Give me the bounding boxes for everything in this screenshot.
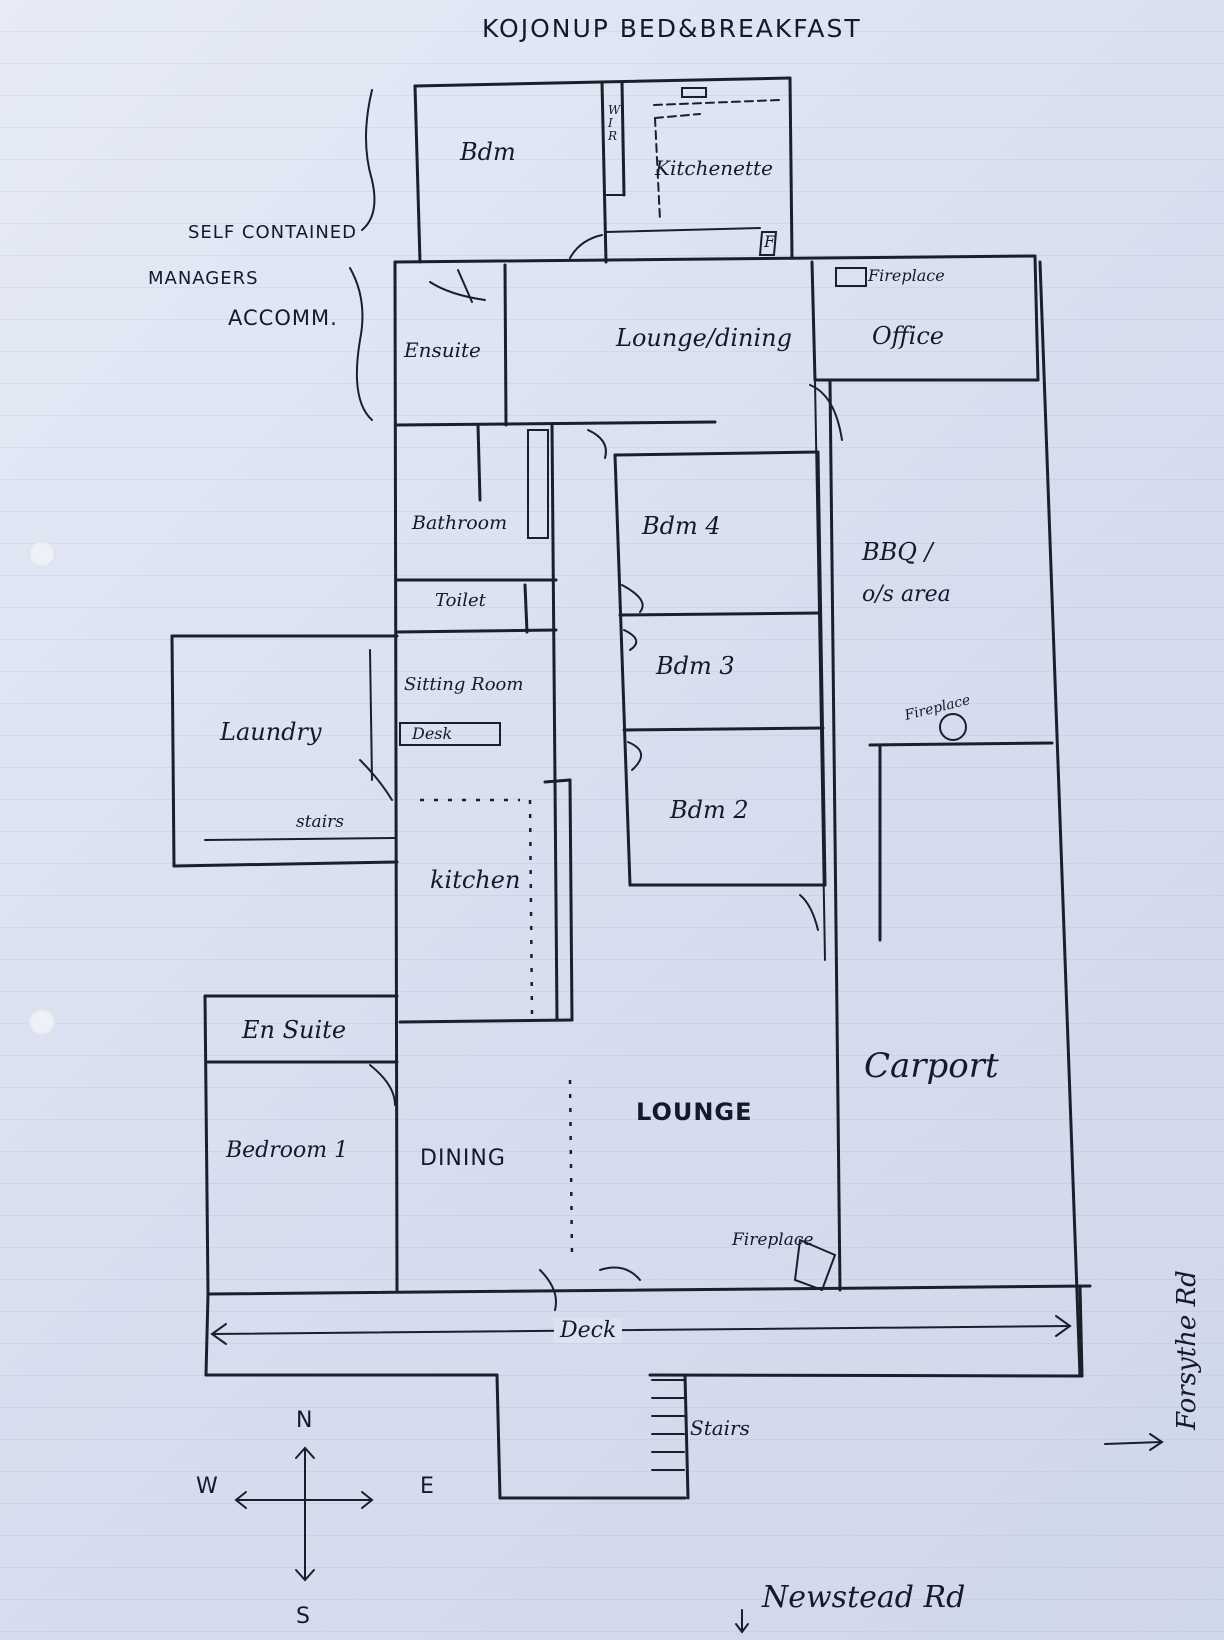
door-swings (359, 267, 967, 1311)
punch-hole-top (28, 540, 56, 568)
room-label-bbq: BBQ / (862, 538, 933, 566)
compass-n: N (296, 1408, 314, 1433)
room-label-stairs-laundry: stairs (296, 812, 344, 832)
room-label-bedroom1: Bedroom 1 (226, 1138, 349, 1163)
manager-note-line3: ACCOMM. (228, 306, 338, 330)
room-label-bdm-top: Bdm (460, 138, 516, 166)
compass-e: E (420, 1474, 435, 1499)
plan-title: KOJONUP BED&BREAKFAST (482, 14, 862, 43)
room-label-toilet: Toilet (435, 590, 486, 611)
annex-walls (413, 76, 794, 303)
room-label-stairs-bottom: Stairs (690, 1416, 750, 1440)
room-label-f: F (764, 232, 776, 251)
room-label-bdm4: Bdm 4 (642, 512, 721, 540)
compass-rose (234, 1446, 374, 1582)
room-label-bdm2: Bdm 2 (670, 796, 749, 824)
room-label-kitchenette: Kitchenette (655, 156, 773, 180)
punch-hole-bottom (28, 1008, 56, 1036)
main-walls (170, 254, 1092, 1500)
room-label-bdm3: Bdm 3 (656, 652, 735, 680)
compass-w: W (196, 1474, 219, 1499)
manager-note-line2: MANAGERS (148, 268, 259, 289)
road-arrows (735, 1433, 1164, 1634)
room-label-laundry: Laundry (220, 718, 322, 746)
room-label-desk: Desk (412, 724, 453, 743)
room-label-bathroom: Bathroom (412, 512, 508, 534)
room-label-office: Office (872, 322, 944, 350)
room-label-deck: Deck (554, 1318, 623, 1343)
room-label-wir: W I R (608, 103, 621, 143)
room-label-kitchen: kitchen (430, 866, 521, 894)
room-label-fireplace-lounge: Fireplace (732, 1230, 814, 1250)
room-label-lounge-dining: Lounge/dining (616, 324, 792, 352)
room-label-ensuite-bottom: En Suite (242, 1016, 347, 1044)
room-label-lounge: LOUNGE (636, 1098, 753, 1126)
room-label-dining: DINING (420, 1146, 506, 1171)
room-label-bbq-area: o/s area (862, 582, 951, 607)
room-label-carport: Carport (864, 1046, 999, 1086)
manager-bracket (349, 89, 376, 421)
road-label-newstead: Newstead Rd (762, 1580, 966, 1615)
road-label-forsythe: Forsythe Rd (1172, 1270, 1202, 1430)
room-label-sitting-room: Sitting Room (404, 674, 524, 695)
compass-s: S (296, 1604, 311, 1629)
manager-note-line1: SELF CONTAINED (188, 222, 358, 243)
stairs-hatch (651, 1379, 685, 1471)
room-label-ensuite-top: Ensuite (404, 338, 481, 362)
room-label-fireplace-top: Fireplace (868, 266, 945, 285)
